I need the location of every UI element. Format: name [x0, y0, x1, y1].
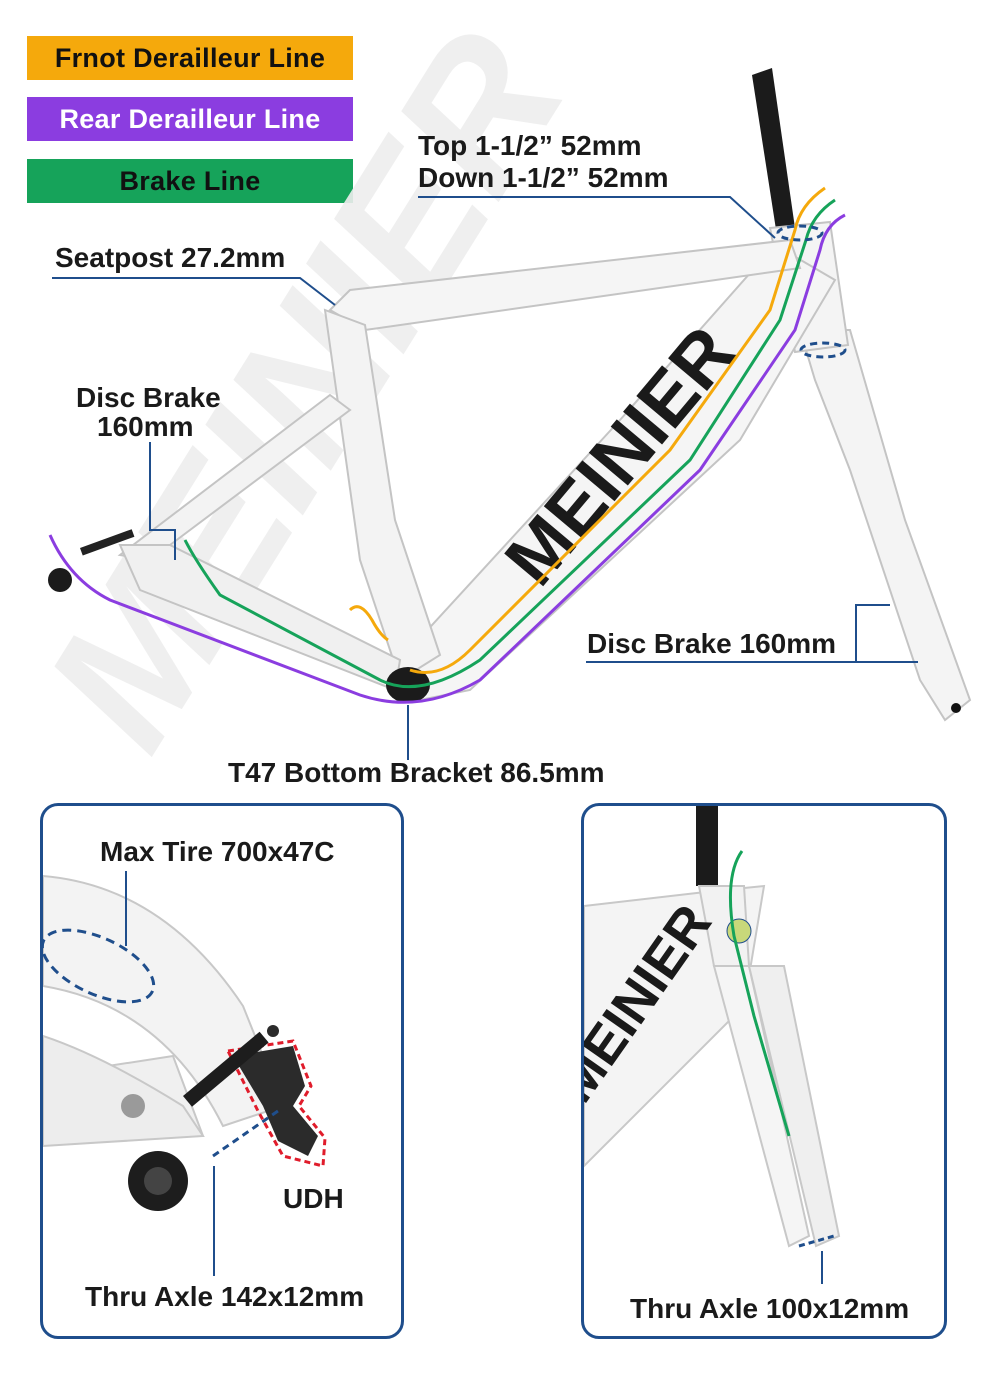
detail-brake-line: [728, 850, 791, 1137]
rear-thru-axle: [80, 529, 135, 556]
steerer-tube: [752, 68, 795, 236]
rear-thru-axle-label: Thru Axle 142x12mm: [85, 1281, 365, 1312]
headset-top-marker: [776, 224, 824, 242]
rear-dropout-detail-art: [43, 871, 327, 1276]
axle-marker: [212, 1109, 279, 1158]
front-derailleur-line: [409, 186, 826, 674]
headset-leader: [418, 196, 776, 239]
front-thru-axle-label: Thru Axle 100x12mm: [630, 1293, 910, 1324]
seat-tube: [323, 308, 442, 682]
detail-screw: [121, 1094, 145, 1118]
detail-thru-axle: [182, 1031, 269, 1107]
max-tire-marker: [43, 928, 156, 1004]
bottom-bracket-shell: [386, 667, 430, 703]
brake-line: [183, 198, 836, 689]
front-derailleur-stub: [348, 605, 389, 642]
headset-down-label: Down 1-1/2” 52mm: [418, 162, 669, 193]
detail-front-axle: [798, 1234, 835, 1248]
detail-fork-leg-right: [747, 965, 841, 1248]
seatpost-leader: [52, 277, 336, 306]
rear-disc-label-line2: 160mm: [97, 411, 194, 442]
rear-disc-leader: [149, 442, 176, 560]
fork-detail-panel: MEINIER Thru Axle 100x12mm: [581, 803, 947, 1339]
detail-screw-top: [267, 1025, 279, 1037]
fork: [798, 329, 972, 722]
rear-derailleur-line: [48, 213, 846, 704]
detail-steerer: [696, 806, 718, 886]
legend-rear-derailleur: Rear Derailleur Line: [27, 97, 353, 141]
legend-front-derailleur: Frnot Derailleur Line: [27, 36, 353, 80]
detail-axle-bolt-inner: [144, 1167, 172, 1195]
detail-lower-frame: [43, 1034, 205, 1148]
rear-disc-label-line1: Disc Brake: [76, 382, 221, 413]
rear-dropout-detail-panel: Max Tire 700x47C UDH Thru Axle 142x12mm: [40, 803, 404, 1339]
headset-top-label: Top 1-1/2” 52mm: [418, 130, 642, 161]
bottom-bracket-label: T47 Bottom Bracket 86.5mm: [228, 757, 605, 788]
udh-label: UDH: [283, 1183, 344, 1214]
fork-detail-art: MEINIER: [584, 806, 841, 1284]
frame-diagram: MEINIER MEINIER: [5, 0, 972, 782]
detail-fork-leg-left: [712, 965, 811, 1248]
detail-udh-hanger: [233, 1046, 318, 1156]
seatpost-label: Seatpost 27.2mm: [55, 242, 286, 273]
detail-udh-outline: [225, 1039, 327, 1168]
headset-bottom-marker: [799, 341, 847, 359]
fork-axle: [951, 703, 961, 713]
rear-dropout: [48, 568, 72, 592]
front-disc-label: Disc Brake 160mm: [587, 628, 837, 659]
legend-brake: Brake Line: [27, 159, 353, 203]
max-tire-label: Max Tire 700x47C: [100, 836, 335, 867]
front-disc-leader-bracket: [855, 604, 890, 662]
